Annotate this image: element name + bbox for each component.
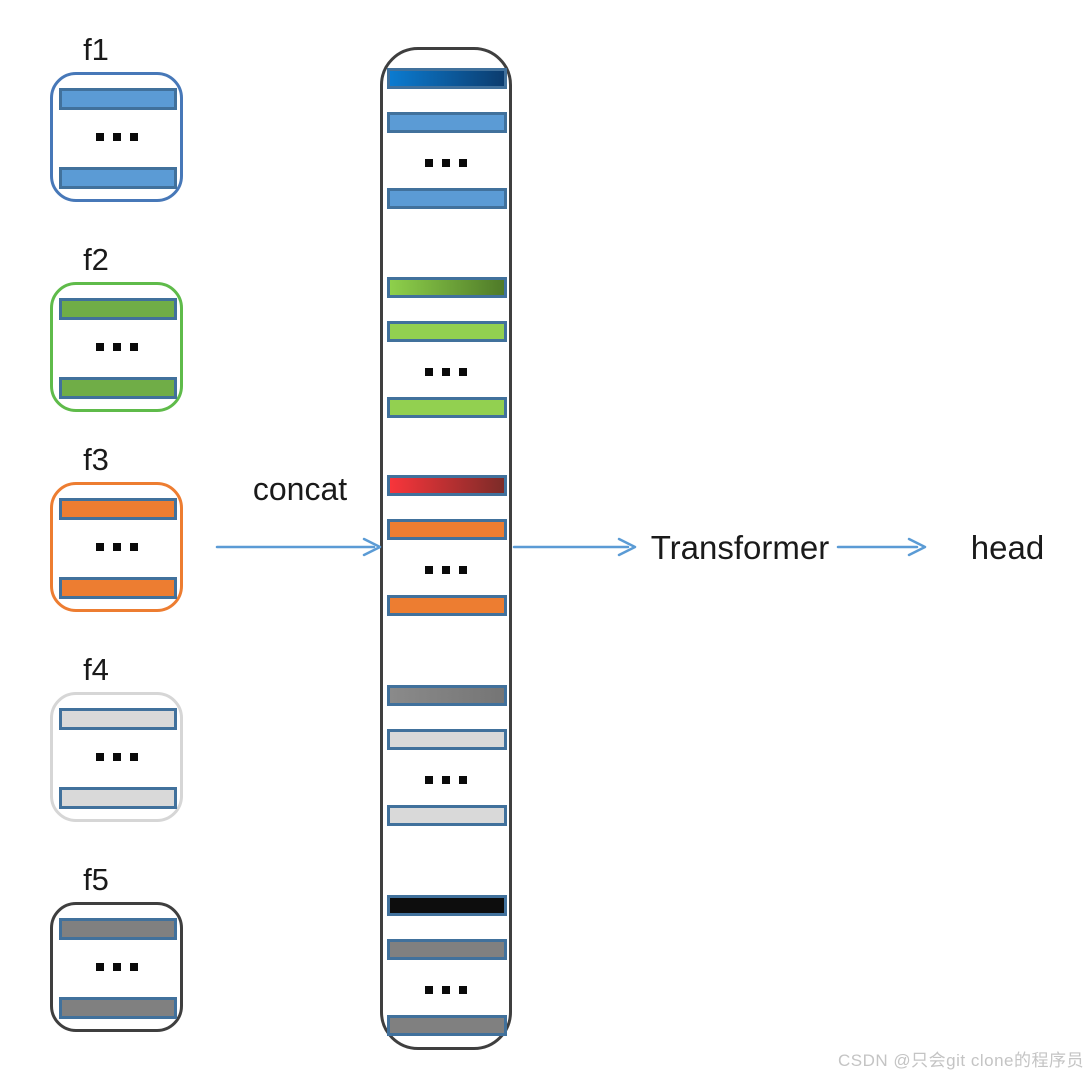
feature-box — [50, 692, 183, 822]
dot — [95, 343, 104, 351]
dot — [442, 986, 450, 994]
dot — [112, 543, 121, 551]
dot — [459, 986, 467, 994]
feature-bar — [59, 167, 177, 189]
dot — [425, 986, 433, 994]
feature-group: f4 — [50, 652, 183, 824]
feature-group: f2 — [50, 242, 183, 414]
dot — [459, 159, 467, 167]
feature-label: f3 — [83, 442, 109, 477]
concat-label: concat — [252, 471, 348, 507]
dot — [112, 133, 121, 141]
token-bar — [387, 1015, 507, 1036]
concat-token-group — [383, 277, 509, 422]
dot — [442, 776, 450, 784]
dot — [129, 963, 138, 971]
feature-bar — [59, 498, 177, 520]
dot — [425, 368, 433, 376]
dot — [442, 566, 450, 574]
dot — [95, 133, 104, 141]
concat-token-group — [383, 685, 509, 830]
special-token-bar — [387, 475, 507, 496]
feature-label: f5 — [83, 862, 109, 897]
token-bar — [387, 397, 507, 418]
ellipsis-dots-icon — [53, 963, 180, 971]
token-bar — [387, 112, 507, 133]
special-token-bar — [387, 685, 507, 706]
ellipsis-dots-icon — [53, 753, 180, 761]
ellipsis-dots-icon — [383, 368, 509, 376]
dot — [442, 368, 450, 376]
dot — [459, 776, 467, 784]
token-bar — [387, 595, 507, 616]
ellipsis-dots-icon — [53, 343, 180, 351]
dot — [459, 566, 467, 574]
dot — [425, 776, 433, 784]
token-bar — [387, 805, 507, 826]
feature-box — [50, 902, 183, 1032]
special-token-bar — [387, 895, 507, 916]
feature-bar — [59, 298, 177, 320]
dot — [459, 368, 467, 376]
concat-column — [380, 47, 512, 1050]
token-bar — [387, 729, 507, 750]
transformer-to-head-arrow-icon — [836, 537, 927, 557]
concat-token-group — [383, 895, 509, 1040]
feature-box — [50, 72, 183, 202]
feature-bar — [59, 377, 177, 399]
dot — [129, 343, 138, 351]
dot — [112, 343, 121, 351]
feature-bar — [59, 88, 177, 110]
feature-bar — [59, 577, 177, 599]
ellipsis-dots-icon — [383, 159, 509, 167]
dot — [425, 159, 433, 167]
head-label: head — [970, 529, 1045, 566]
feature-label: f2 — [83, 242, 109, 277]
special-token-bar — [387, 68, 507, 89]
token-bar — [387, 939, 507, 960]
token-bar — [387, 188, 507, 209]
feature-bar — [59, 918, 177, 940]
feature-bar — [59, 708, 177, 730]
special-token-bar — [387, 277, 507, 298]
ellipsis-dots-icon — [53, 543, 180, 551]
concat-token-group — [383, 68, 509, 213]
ellipsis-dots-icon — [383, 776, 509, 784]
feature-label: f4 — [83, 652, 109, 687]
concat-arrow-icon — [215, 537, 382, 557]
feature-group: f1 — [50, 32, 183, 204]
feature-box — [50, 482, 183, 612]
token-bar — [387, 519, 507, 540]
dot — [112, 753, 121, 761]
feature-group: f5 — [50, 862, 183, 1034]
ellipsis-dots-icon — [383, 986, 509, 994]
dot — [95, 543, 104, 551]
dot — [95, 753, 104, 761]
dot — [129, 543, 138, 551]
concat-token-group — [383, 475, 509, 620]
ellipsis-dots-icon — [53, 133, 180, 141]
token-bar — [387, 321, 507, 342]
dot — [95, 963, 104, 971]
dot — [442, 159, 450, 167]
ellipsis-dots-icon — [383, 566, 509, 574]
column-to-transformer-arrow-icon — [512, 537, 637, 557]
feature-box — [50, 282, 183, 412]
dot — [112, 963, 121, 971]
dot — [129, 133, 138, 141]
dot — [425, 566, 433, 574]
feature-label: f1 — [83, 32, 109, 67]
feature-bar — [59, 997, 177, 1019]
watermark-text: CSDN @只会git clone的程序员 — [838, 1051, 1084, 1070]
feature-group: f3 — [50, 442, 183, 614]
dot — [129, 753, 138, 761]
feature-bar — [59, 787, 177, 809]
transformer-label: Transformer — [650, 529, 830, 566]
